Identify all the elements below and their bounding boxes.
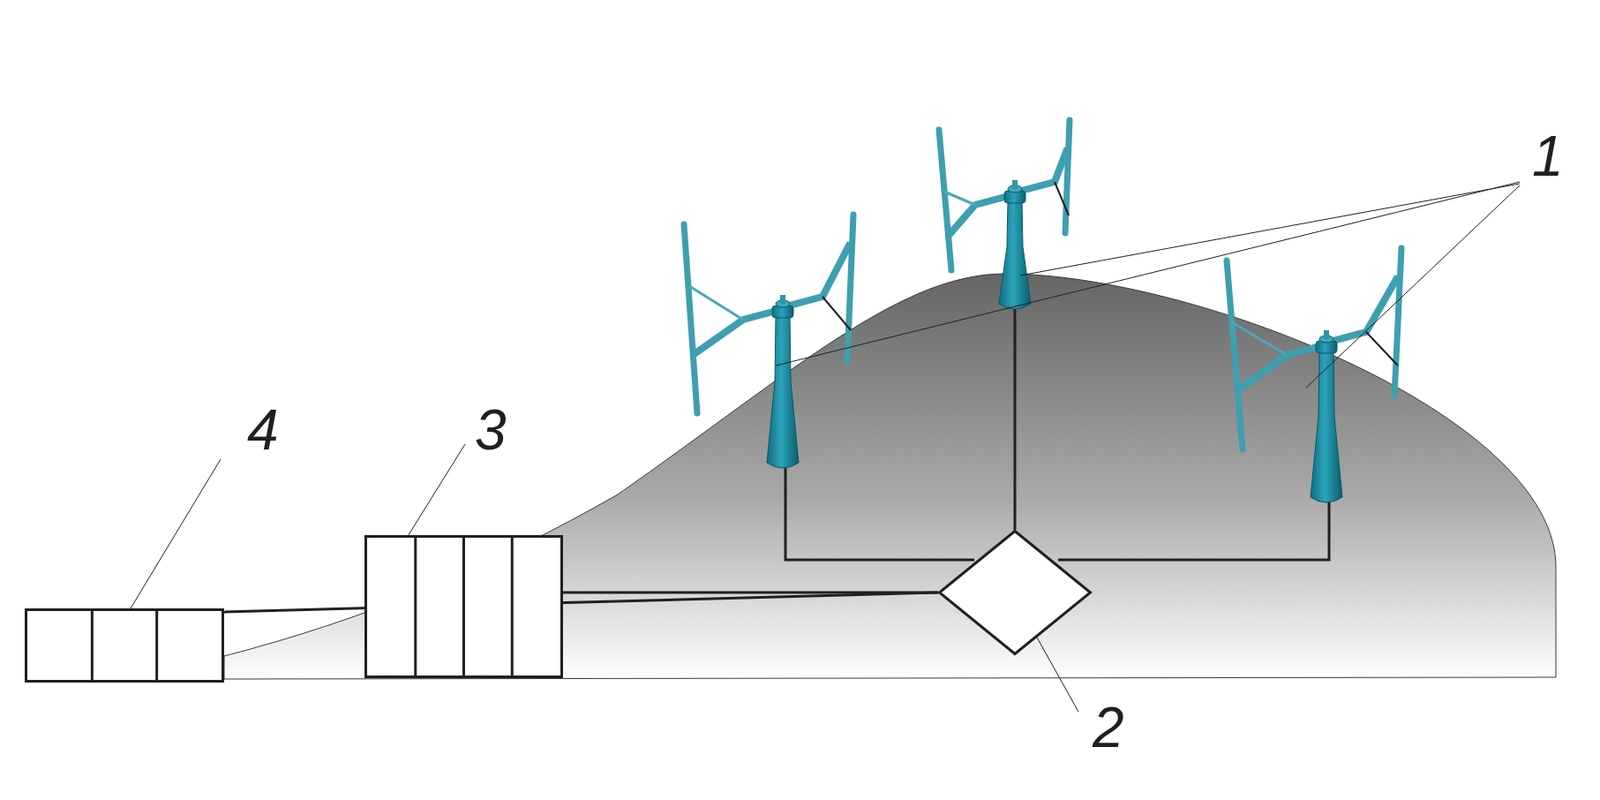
callout-number: 1	[1532, 127, 1564, 185]
wind-turbine	[938, 120, 1070, 309]
callout-number: 2	[1092, 698, 1125, 756]
storage-box: 3	[364, 534, 564, 678]
junction-diamond: 2	[938, 529, 1092, 655]
hill	[224, 273, 1556, 679]
diamond-outline	[938, 529, 1092, 655]
callout-number: 3	[474, 401, 507, 459]
leader-lines	[130, 181, 1520, 712]
wind-turbine	[1226, 247, 1402, 503]
connector-wire	[224, 592, 939, 612]
wind-turbines	[683, 120, 1402, 503]
wind-turbine	[683, 214, 854, 468]
consumer-box: 4	[24, 608, 225, 683]
cell-dividers	[27, 610, 222, 680]
power-wires	[785, 307, 1330, 560]
callout-number: 4	[247, 401, 279, 459]
cell-dividers	[367, 537, 561, 676]
